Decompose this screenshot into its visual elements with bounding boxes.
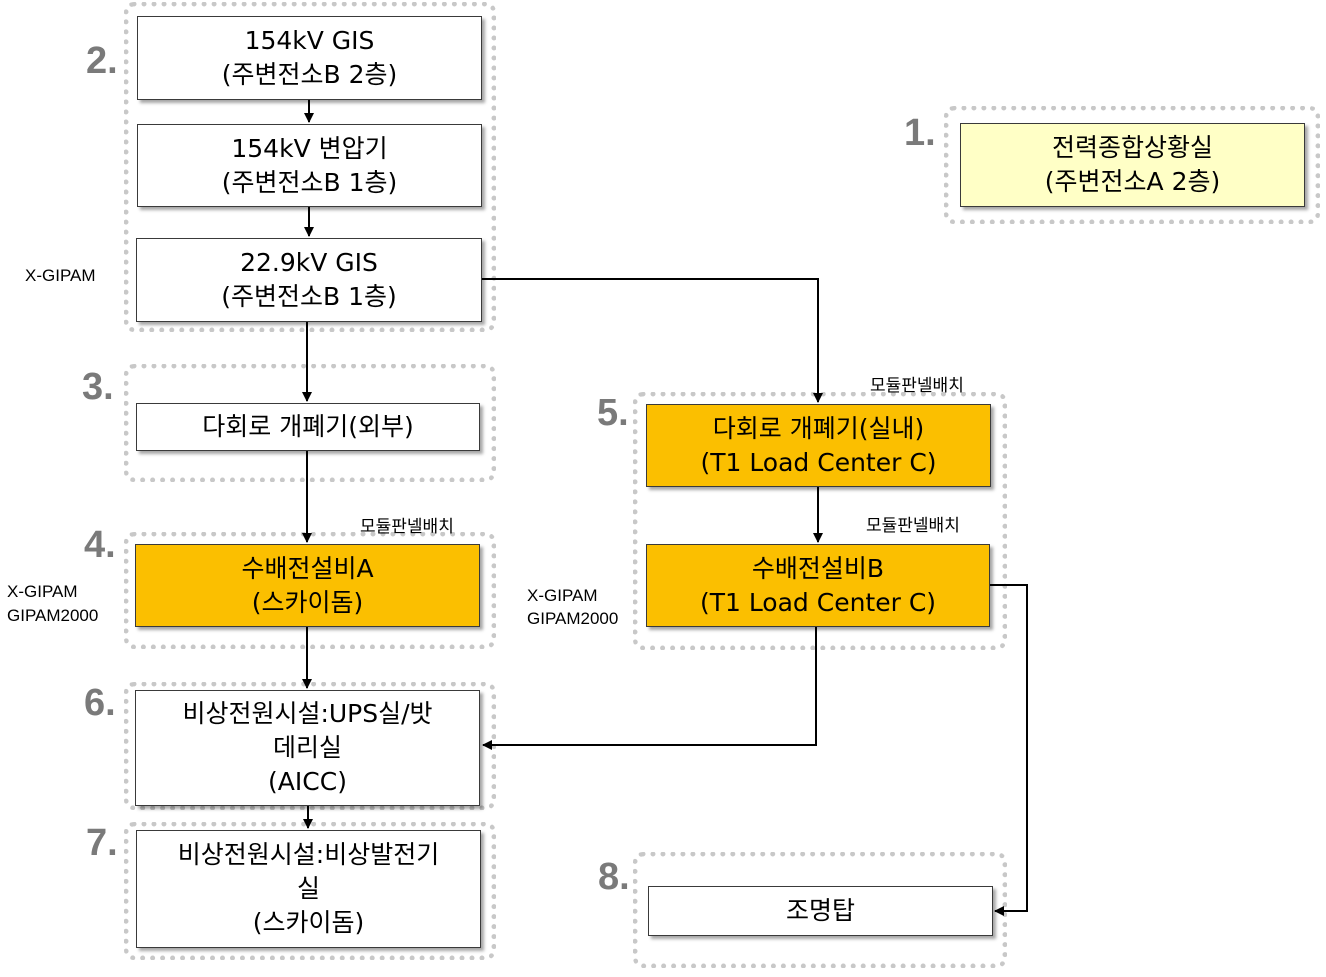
side-label-power-b-2: GIPAM2000 xyxy=(527,609,619,628)
node-ups-room-line3: (AICC) xyxy=(268,767,347,796)
node-light-tower: 조명탑 xyxy=(648,886,993,936)
node-power-a: 수배전설비A (스카이돔) xyxy=(135,544,480,627)
node-generator-room-line3: (스카이돔) xyxy=(252,908,365,937)
side-label-power-a-2: GIPAM2000 xyxy=(7,606,99,625)
tag-module-b: 모듈판넬배치 xyxy=(866,516,960,536)
node-switch-outdoor: 다회로 개폐기(외부) xyxy=(136,403,480,451)
node-ups-room-line2: 데리실 xyxy=(272,733,342,762)
node-154kv-gis-line2: (주변전소B 2층) xyxy=(221,60,398,89)
group-2-frame xyxy=(124,2,496,332)
tag-module-a: 모듈판넬배치 xyxy=(360,517,454,537)
group-number-2: 2. xyxy=(86,40,118,82)
side-label-power-a-1: X-GIPAM xyxy=(7,582,78,601)
node-ups-room: 비상전원시설:UPS실/밧 데리실 (AICC) xyxy=(135,690,480,806)
node-power-a-line2: (스카이돔) xyxy=(251,587,364,617)
node-light-tower-line1: 조명탑 xyxy=(785,896,855,925)
node-control-room-line2: (주변전소A 2층) xyxy=(1044,167,1221,196)
group-number-3: 3. xyxy=(82,366,114,408)
node-22-9kv-gis-line2: (주변전소B 1층) xyxy=(221,282,397,311)
node-154kv-transformer-line2: (주변전소B 1층) xyxy=(221,167,398,197)
group-1-frame xyxy=(944,106,1320,224)
group-number-5: 5. xyxy=(597,392,629,434)
node-154kv-gis: 154kV GIS (주변전소B 2층) xyxy=(137,16,482,100)
node-generator-room-line1: 비상전원시설:비상발전기 xyxy=(177,840,440,869)
node-154kv-transformer-line1: 154kV 변압기 xyxy=(231,133,388,163)
group-3-frame xyxy=(124,364,496,482)
group-number-4: 4. xyxy=(84,524,116,566)
tag-module-indoor: 모듈판넬배치 xyxy=(870,376,964,396)
node-power-b-line2: (T1 Load Center C) xyxy=(699,587,937,617)
group-number-6: 6. xyxy=(84,682,116,724)
node-switch-indoor-line1: 다회로 개폐기(실내) xyxy=(712,413,925,443)
node-power-b-line1: 수배전설비B xyxy=(751,553,885,583)
node-generator-room: 비상전원시설:비상발전기 실 (스카이돔) xyxy=(136,830,481,948)
node-switch-outdoor-line1: 다회로 개폐기(외부) xyxy=(202,412,414,441)
arrow-power-b-to-ups xyxy=(482,627,817,750)
node-ups-room-line1: 비상전원시설:UPS실/밧 xyxy=(182,699,433,728)
node-power-b: 수배전설비B (T1 Load Center C) xyxy=(646,544,990,627)
node-switch-indoor-line2: (T1 Load Center C) xyxy=(700,447,937,477)
group-number-8: 8. xyxy=(598,856,630,898)
side-label-gis229: X-GIPAM xyxy=(25,266,96,285)
arrow-gis229-to-switch-indoor xyxy=(481,278,823,403)
node-control-room-line1: 전력종합상황실 xyxy=(1051,133,1213,162)
node-154kv-transformer: 154kV 변압기 (주변전소B 1층) xyxy=(137,124,482,207)
side-label-power-b-1: X-GIPAM xyxy=(527,586,598,605)
node-154kv-gis-line1: 154kV GIS xyxy=(244,26,375,55)
node-generator-room-line2: 실 xyxy=(296,874,320,903)
node-22-9kv-gis-line1: 22.9kV GIS xyxy=(240,248,378,277)
node-22-9kv-gis: 22.9kV GIS (주변전소B 1층) xyxy=(136,238,482,322)
group-number-7: 7. xyxy=(86,822,118,864)
arrow-power-b-to-light-tower xyxy=(990,584,1028,916)
node-power-a-line1: 수배전설비A xyxy=(241,553,374,583)
node-switch-indoor: 다회로 개폐기(실내) (T1 Load Center C) xyxy=(646,404,991,487)
group-number-1: 1. xyxy=(904,112,936,154)
node-control-room: 전력종합상황실 (주변전소A 2층) xyxy=(960,123,1305,207)
